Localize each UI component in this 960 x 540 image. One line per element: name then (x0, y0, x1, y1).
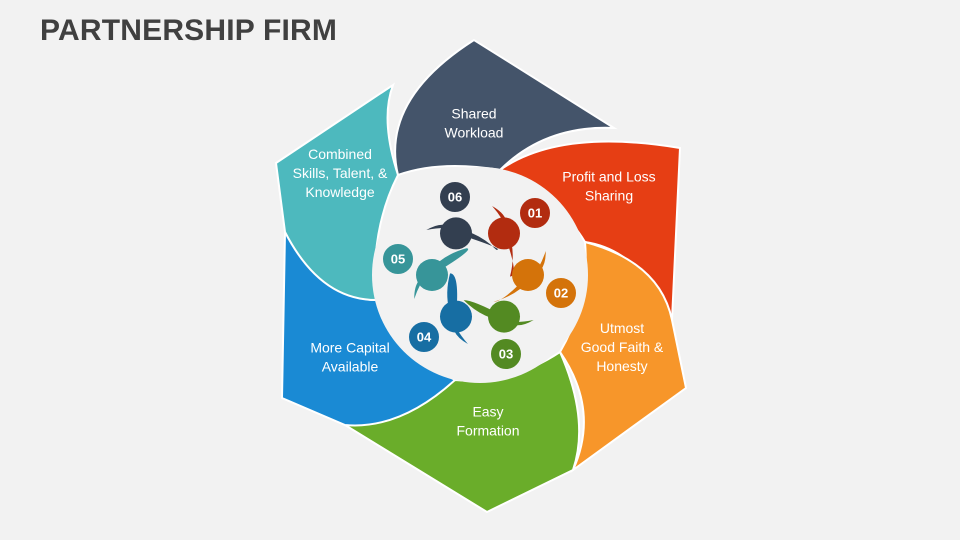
segment-label-line: Knowledge (305, 184, 374, 200)
swirl-05 (414, 248, 469, 300)
segment-label-line: More Capital (310, 340, 389, 356)
badge-04 (407, 320, 441, 354)
segment-label-line: Honesty (596, 358, 647, 374)
badge-03 (489, 337, 523, 371)
badge-number: 02 (554, 286, 568, 301)
segment-label-line: Workload (445, 125, 504, 141)
segment-06 (394, 38, 618, 177)
segment-label-line: Formation (456, 423, 519, 439)
swirl-head-04 (440, 300, 472, 333)
segment-label-line: Combined (308, 146, 372, 162)
segment-label-line: Skills, Talent, & (293, 165, 388, 181)
segment-05 (274, 82, 400, 302)
badge-number: 03 (499, 347, 513, 362)
swirl-03 (463, 300, 534, 326)
segment-label-line: Sharing (585, 188, 633, 204)
swirl-head-02 (512, 259, 544, 291)
badge-number: 04 (417, 330, 432, 345)
swirl-head-05 (416, 259, 448, 291)
segment-label-line: Good Faith & (581, 339, 664, 355)
page-title: PARTNERSHIP FIRM (40, 14, 338, 47)
segment-label-line: Easy (472, 404, 503, 420)
badge-number: 06 (448, 190, 462, 205)
badge-01 (518, 196, 552, 230)
badge-number: 05 (391, 252, 405, 267)
swirl-head-03 (488, 300, 520, 333)
center-circle (372, 167, 588, 383)
badge-06 (438, 180, 472, 214)
segment-label-line: Utmost (600, 320, 644, 336)
swirl-06 (426, 224, 499, 250)
segment-label-line: Shared (451, 106, 496, 122)
swirl-04 (447, 273, 468, 344)
segment-label-line: Available (322, 359, 379, 375)
swirl-head-01 (488, 217, 520, 250)
badge-number: 01 (528, 206, 542, 221)
swirl-head-06 (440, 217, 472, 250)
badge-05 (381, 242, 415, 276)
segment-label-line: Profit and Loss (562, 169, 655, 185)
badge-02 (544, 276, 578, 310)
